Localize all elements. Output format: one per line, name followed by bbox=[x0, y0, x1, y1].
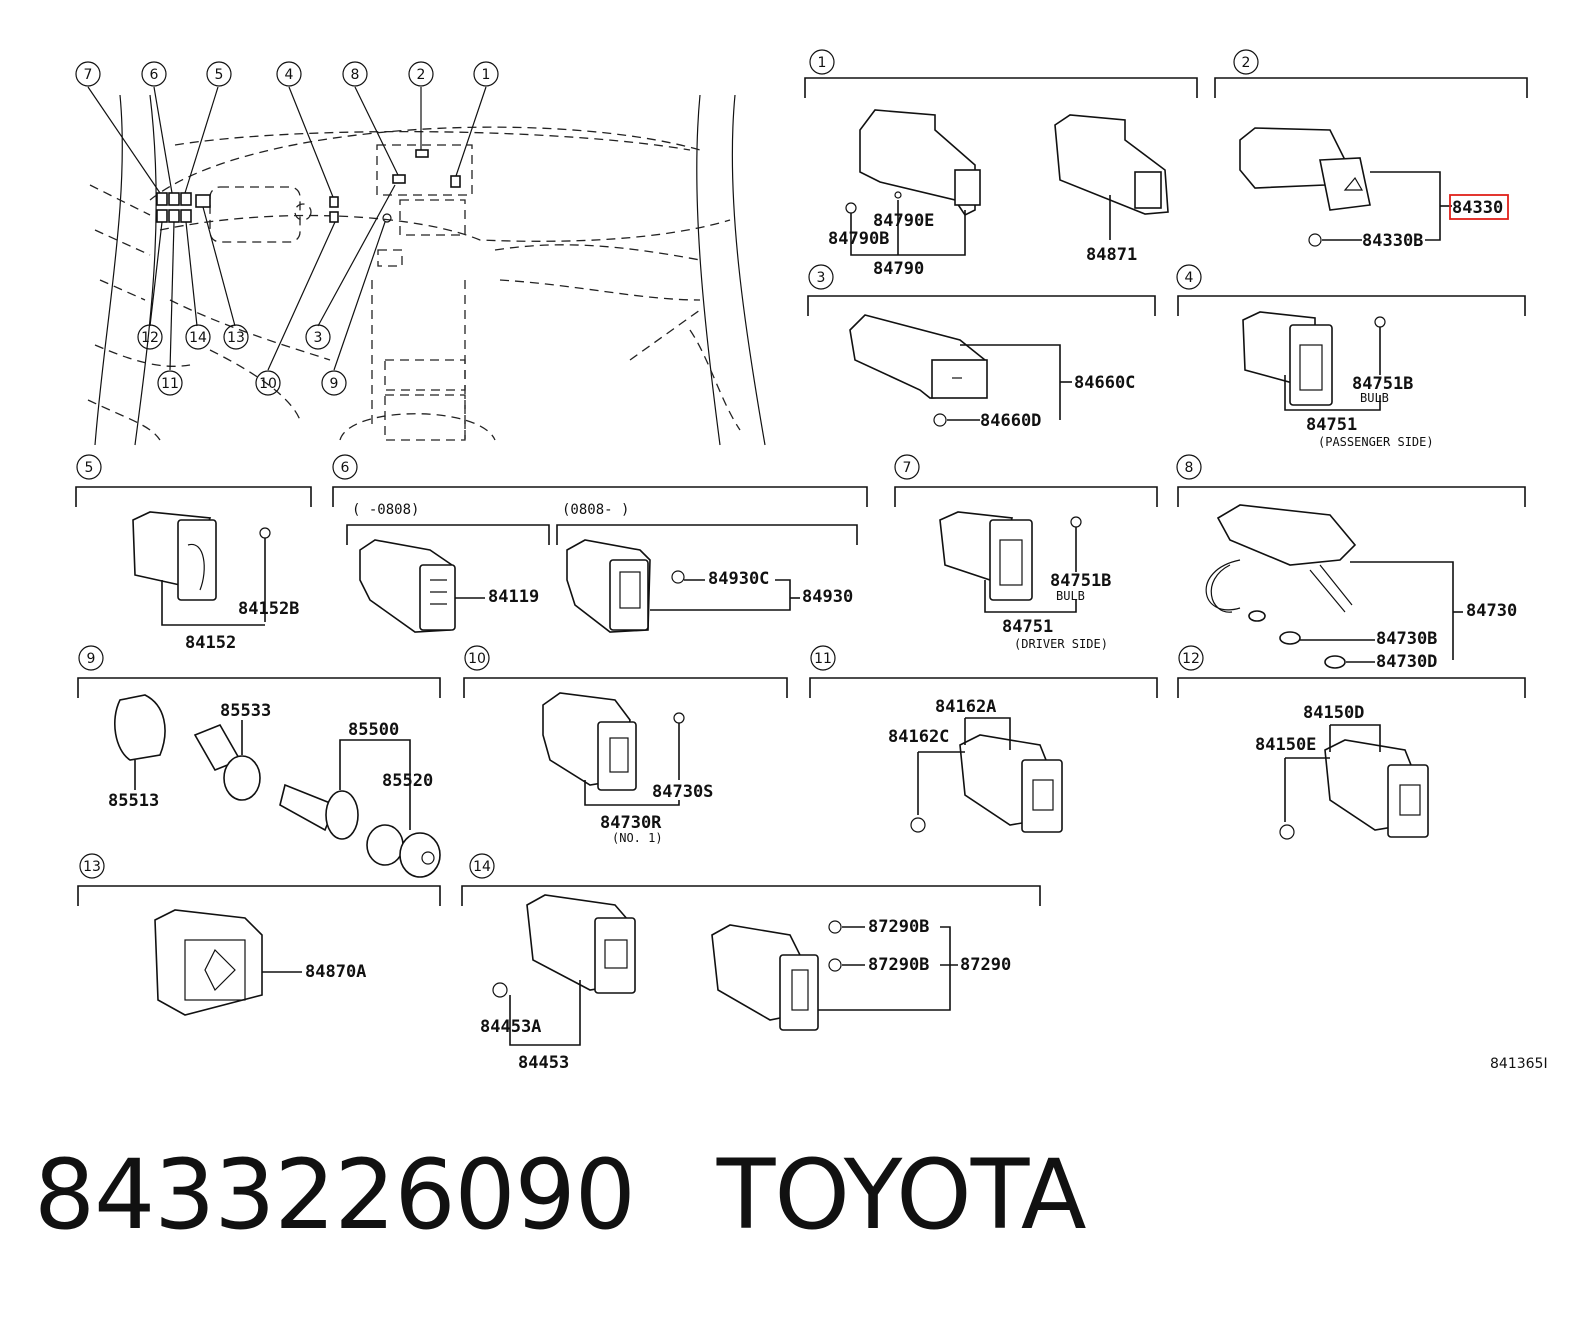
part-84870A: 84870A bbox=[305, 962, 366, 982]
svg-text:4: 4 bbox=[1185, 270, 1194, 286]
section-14: 14 84453A 84453 87290B 87290B 87290 bbox=[461, 853, 1041, 1073]
svg-text:3: 3 bbox=[817, 270, 826, 286]
part-87290B-upper: 87290B bbox=[868, 917, 929, 937]
callout-9: 9 bbox=[330, 376, 339, 392]
section-5: 5 84152B 84152 bbox=[75, 454, 312, 653]
range-from-0808: (0808- ) bbox=[562, 502, 629, 518]
part-84790B: 84790B bbox=[828, 229, 889, 249]
callout-4: 4 bbox=[285, 67, 294, 83]
footer-caption: 8433226090 TOYOTA bbox=[34, 1139, 1087, 1251]
part-84730S: 84730S bbox=[652, 782, 713, 802]
part-84150D: 84150D bbox=[1303, 703, 1364, 723]
part-84119: 84119 bbox=[488, 587, 539, 607]
part-84751-passenger: 84751 bbox=[1306, 415, 1357, 435]
part-85500: 85500 bbox=[348, 720, 399, 740]
highlight-box-84330 bbox=[1449, 194, 1509, 220]
section-6: 6 ( -0808) (0808- ) 84119 84930C 84930 bbox=[332, 454, 868, 633]
section-3: 3 84660C 84660D bbox=[807, 264, 1156, 431]
part-84751-driver: 84751 bbox=[1002, 617, 1053, 637]
callout-10: 10 bbox=[259, 376, 277, 392]
section-13: 13 84870A bbox=[77, 853, 441, 1016]
svg-text:8: 8 bbox=[1185, 460, 1194, 476]
part-84930: 84930 bbox=[802, 587, 853, 607]
part-84152: 84152 bbox=[185, 633, 236, 653]
part-85513: 85513 bbox=[108, 791, 159, 811]
callout-1: 1 bbox=[482, 67, 491, 83]
section-11: 11 84162A 84162C bbox=[809, 645, 1158, 833]
callout-8: 8 bbox=[351, 67, 360, 83]
part-84751B-passenger: 84751B bbox=[1352, 374, 1413, 394]
section-4: 4 84751B BULB 84751 (PASSENGER SIDE) bbox=[1176, 264, 1526, 449]
svg-text:12: 12 bbox=[1182, 651, 1200, 667]
callout-13: 13 bbox=[227, 330, 245, 346]
svg-text:13: 13 bbox=[83, 859, 101, 875]
section-9: 9 85513 85533 85500 85520 bbox=[77, 645, 441, 878]
callout-14: 14 bbox=[189, 330, 207, 346]
no1-note: (NO. 1) bbox=[612, 831, 663, 845]
part-84790E: 84790E bbox=[873, 211, 934, 231]
part-84751B-driver: 84751B bbox=[1050, 571, 1111, 591]
callout-2: 2 bbox=[417, 67, 426, 83]
dashboard-overview: 7 6 5 4 8 2 1 12 14 13 3 11 10 9 bbox=[75, 61, 766, 446]
part-84871: 84871 bbox=[1086, 245, 1137, 265]
svg-text:1: 1 bbox=[818, 55, 827, 71]
section-10: 10 84730S 84730R (NO. 1) bbox=[463, 645, 788, 845]
part-84162A: 84162A bbox=[935, 697, 996, 717]
section-8: 8 84730 84730B 84730D bbox=[1176, 454, 1526, 672]
part-84150E: 84150E bbox=[1255, 735, 1316, 755]
passenger-side-note: (PASSENGER SIDE) bbox=[1318, 435, 1434, 449]
part-87290B-lower: 87290B bbox=[868, 955, 929, 975]
section-12: 12 84150D 84150E bbox=[1177, 645, 1526, 840]
footer-part-number: 8433226090 bbox=[34, 1139, 636, 1251]
part-84660C: 84660C bbox=[1074, 373, 1135, 393]
part-84660D: 84660D bbox=[980, 411, 1041, 431]
part-84330B: 84330B bbox=[1362, 231, 1423, 251]
driver-side-note: (DRIVER SIDE) bbox=[1014, 637, 1108, 651]
part-84730B: 84730B bbox=[1376, 629, 1437, 649]
part-84152B: 84152B bbox=[238, 599, 299, 619]
callout-5: 5 bbox=[215, 67, 224, 83]
part-84330: 84330 bbox=[1452, 198, 1503, 218]
part-85520: 85520 bbox=[382, 771, 433, 791]
part-84730: 84730 bbox=[1466, 601, 1517, 621]
part-84453: 84453 bbox=[518, 1053, 569, 1073]
part-85533: 85533 bbox=[220, 701, 271, 721]
part-84730D: 84730D bbox=[1376, 652, 1437, 672]
svg-text:6: 6 bbox=[341, 460, 350, 476]
part-84730R: 84730R bbox=[600, 813, 662, 833]
part-84453A: 84453A bbox=[480, 1017, 541, 1037]
callout-12: 12 bbox=[141, 330, 159, 346]
callout-11: 11 bbox=[161, 376, 179, 392]
section-2: 2 84330 84330B bbox=[1214, 49, 1528, 251]
svg-text:11: 11 bbox=[814, 651, 832, 667]
svg-text:10: 10 bbox=[468, 651, 486, 667]
bulb-note-passenger: BULB bbox=[1360, 391, 1389, 405]
svg-text:2: 2 bbox=[1242, 55, 1251, 71]
diagram-code: 841365I bbox=[1490, 1056, 1548, 1072]
callout-3: 3 bbox=[314, 330, 323, 346]
range-up-to-0808: ( -0808) bbox=[352, 502, 419, 518]
callout-6: 6 bbox=[150, 67, 159, 83]
parts-diagram: 7 6 5 4 8 2 1 12 14 13 3 11 10 9 1 84790… bbox=[75, 49, 1548, 1073]
svg-text:9: 9 bbox=[87, 651, 96, 667]
bulb-note-driver: BULB bbox=[1056, 589, 1085, 603]
svg-text:5: 5 bbox=[85, 460, 94, 476]
section-1: 1 84790E 84790B 84790 84871 bbox=[804, 49, 1198, 279]
part-87290: 87290 bbox=[960, 955, 1011, 975]
part-84930C: 84930C bbox=[708, 569, 769, 589]
section-7: 7 84751B BULB 84751 (DRIVER SIDE) bbox=[894, 454, 1158, 651]
part-84162C: 84162C bbox=[888, 727, 949, 747]
footer-brand: TOYOTA bbox=[716, 1139, 1087, 1251]
svg-text:7: 7 bbox=[903, 460, 912, 476]
part-84790: 84790 bbox=[873, 259, 924, 279]
callout-7: 7 bbox=[84, 67, 93, 83]
svg-text:14: 14 bbox=[473, 859, 491, 875]
